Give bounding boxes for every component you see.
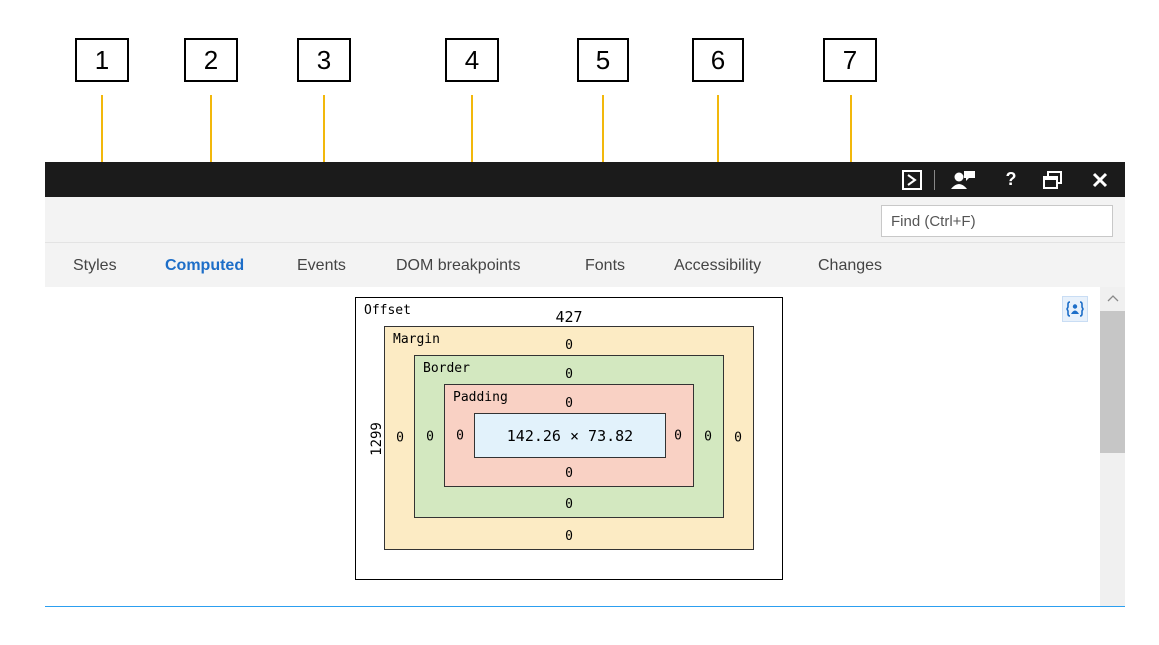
find-input[interactable] (881, 205, 1113, 237)
tab-styles[interactable]: Styles (73, 257, 117, 274)
border-label: Border (423, 361, 470, 376)
box-model-offset: Offset 427 1299 Margin 0 0 0 0 Border 0 … (355, 297, 783, 580)
callout-2: 2 (184, 38, 238, 82)
vertical-scrollbar[interactable] (1100, 287, 1125, 606)
element-layout-button[interactable] (1062, 296, 1088, 322)
callout-4: 4 (445, 38, 499, 82)
tab-events[interactable]: Events (297, 257, 346, 274)
box-model-margin: Margin 0 0 0 0 Border 0 0 0 0 Padding 0 … (384, 326, 754, 550)
margin-right-value[interactable]: 0 (734, 430, 742, 446)
layout-icon (1066, 301, 1084, 317)
help-icon[interactable]: ? (1005, 169, 1017, 189)
padding-label: Padding (453, 390, 508, 405)
padding-right-value[interactable]: 0 (674, 428, 682, 443)
tab-fonts[interactable]: Fonts (585, 257, 626, 274)
devtools-toolbar (45, 197, 1125, 243)
border-right-value[interactable]: 0 (704, 429, 712, 444)
scroll-up-icon[interactable] (1100, 287, 1125, 309)
callout-7: 7 (823, 38, 877, 82)
callout-5: 5 (577, 38, 629, 82)
box-model-padding: Padding 0 0 0 0 142.26 × 73.82 (444, 384, 694, 487)
padding-top-value[interactable]: 0 (565, 396, 573, 411)
tab-accessibility[interactable]: Accessibility (674, 257, 762, 274)
margin-label: Margin (393, 332, 440, 347)
feedback-icon[interactable] (947, 162, 979, 197)
console-icon[interactable] (897, 162, 927, 197)
devtools-titlebar: ? (45, 162, 1125, 197)
offset-left-value: 1299 (368, 421, 385, 456)
computed-pane: Offset 427 1299 Margin 0 0 0 0 Border 0 … (45, 287, 1125, 607)
callout-6: 6 (692, 38, 744, 82)
border-top-value[interactable]: 0 (565, 367, 573, 382)
box-model-border: Border 0 0 0 0 Padding 0 0 0 0 142.26 × … (414, 355, 724, 518)
margin-left-value[interactable]: 0 (396, 430, 404, 446)
padding-bottom-value[interactable]: 0 (565, 466, 573, 481)
padding-left-value[interactable]: 0 (456, 428, 464, 443)
close-icon[interactable] (1085, 162, 1115, 197)
callout-1: 1 (75, 38, 129, 82)
callout-3: 3 (297, 38, 351, 82)
undock-icon[interactable] (1038, 162, 1068, 197)
tab-changes[interactable]: Changes (818, 257, 883, 274)
border-bottom-value[interactable]: 0 (565, 497, 573, 512)
content-size-value[interactable]: 142.26 × 73.82 (506, 426, 634, 445)
offset-top-value: 427 (555, 308, 583, 326)
offset-label: Offset (364, 303, 411, 318)
margin-bottom-value[interactable]: 0 (565, 529, 573, 544)
box-model-content: 142.26 × 73.82 (474, 413, 666, 458)
tab-dom-breakpoints[interactable]: DOM breakpoints (396, 257, 521, 274)
titlebar-separator (931, 162, 939, 197)
border-left-value[interactable]: 0 (426, 429, 434, 444)
margin-top-value[interactable]: 0 (565, 338, 573, 353)
pane-tabs: Styles Computed Events DOM breakpoints F… (45, 243, 1125, 287)
scrollbar-thumb[interactable] (1100, 311, 1125, 453)
tab-computed[interactable]: Computed (165, 257, 245, 274)
